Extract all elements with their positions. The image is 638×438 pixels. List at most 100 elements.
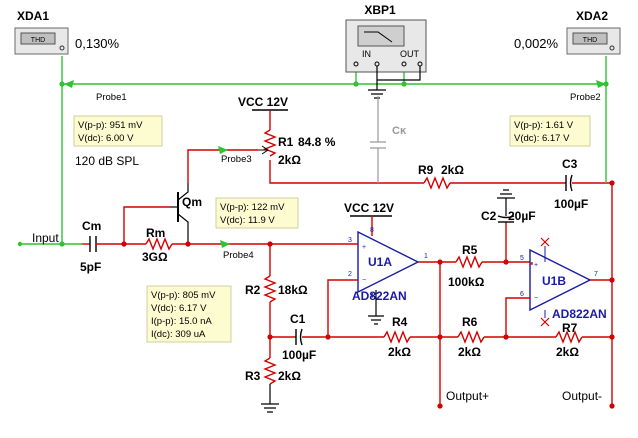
xda1-instrument[interactable]: THD XDA1 [14, 9, 69, 55]
wire [123, 206, 170, 244]
c2-value: 20µF [508, 209, 536, 223]
c3-value: 100µF [554, 197, 588, 211]
junction-dot [121, 241, 127, 247]
xda1-label: XDA1 [17, 9, 49, 23]
xda2-screen-text: THD [583, 37, 597, 44]
vcc-top-label: VCC 12V [238, 95, 288, 109]
r5-resistor[interactable]: R5 100kΩ [448, 243, 485, 289]
u1a-opamp[interactable]: + − U1A 3 2 1 8 4 [348, 227, 428, 300]
ground-icon [261, 403, 279, 413]
output-neg-terminal[interactable] [609, 403, 615, 409]
r9-value: 2kΩ [441, 163, 464, 177]
vcc-top: VCC 12V [238, 95, 288, 111]
cm-capacitor[interactable]: Cm 5pF [80, 219, 101, 274]
probe4-line1: V(p-p): 805 mV [151, 290, 216, 301]
r1-potentiometer[interactable]: R1 84.8 % 2kΩ [258, 129, 336, 167]
r9-resistor[interactable]: R9 2kΩ [418, 163, 464, 190]
vcc-mid-label: VCC 12V [344, 201, 394, 215]
r5-name: R5 [462, 243, 478, 257]
ground-icon [368, 89, 386, 99]
probe1-line2: V(dc): 6.00 V [78, 133, 134, 144]
probe4[interactable]: Probe4 V(p-p): 805 mV V(dc): 6.17 V I(p-… [146, 240, 254, 343]
probe4-line2: V(dc): 6.17 V [151, 303, 207, 314]
junction-dot [59, 241, 65, 247]
c3-capacitor[interactable]: C3 100µF [554, 157, 588, 211]
u1a-pin1: 1 [424, 253, 428, 260]
r4-name: R4 [392, 315, 408, 329]
wire [327, 279, 346, 337]
probe3[interactable]: Probe3 [218, 146, 252, 165]
xda2-instrument[interactable]: THD XDA2 [566, 9, 621, 55]
rm-value: 3GΩ [142, 250, 168, 264]
r6-value: 2kΩ [458, 345, 481, 359]
probe1[interactable]: Probe1 V(p-p): 951 mV V(dc): 6.00 V [64, 80, 163, 147]
rm-name: Rm [146, 226, 165, 240]
cm-name: Cm [82, 219, 101, 233]
r1-percent: 84.8 % [298, 135, 336, 149]
probe4-line3: I(p-p): 15.0 nA [151, 316, 212, 327]
qm-transistor[interactable]: Qm [170, 183, 202, 244]
probe3-line2: V(dc): 11.9 V [220, 215, 275, 226]
probe4-name: Probe4 [223, 250, 254, 261]
xda2-reading: 0,002% [514, 36, 559, 51]
u1a-name: U1A [368, 255, 392, 269]
ck-capacitor: Cĸ [370, 96, 407, 183]
r6-resistor[interactable]: R6 2kΩ [457, 315, 485, 359]
r1-name: R1 [278, 135, 294, 149]
u1a-part: AD822AN [352, 289, 407, 303]
output-pos-terminal[interactable] [437, 403, 443, 409]
r7-resistor[interactable]: R7 2kΩ [555, 321, 583, 359]
probe-bus-wire [61, 56, 607, 85]
probe3-box: V(p-p): 122 mV V(dc): 11.9 V [215, 197, 299, 229]
vcc-mid: VCC 12V [344, 201, 394, 217]
probe2-name: Probe2 [570, 92, 601, 103]
c1-capacitor[interactable]: C1 100µF [282, 312, 316, 362]
u1b-opamp[interactable]: + − U1B 5 6 7 [520, 237, 598, 327]
probe1-line1: V(p-p): 951 mV [78, 120, 143, 131]
u1b-pin5: 5 [520, 255, 524, 262]
u1a-plus-sign: + [362, 244, 366, 251]
output-pos-label: Output+ [446, 389, 489, 403]
spl-note: 120 dB SPL [75, 154, 139, 168]
c1-value: 100µF [282, 348, 316, 362]
probe2[interactable]: Probe2 V(p-p): 1.61 V V(dc): 6.17 V [509, 80, 606, 147]
probe1-name: Probe1 [96, 92, 127, 103]
r2-value: 18kΩ [278, 283, 308, 297]
xbp1-instrument[interactable]: XBP1 IN OUT [345, 3, 427, 73]
r4-resistor[interactable]: R4 2kΩ [383, 315, 411, 359]
r7-name: R7 [562, 321, 578, 335]
probe4-line4: I(dc): 309 uA [151, 329, 206, 340]
rm-resistor[interactable]: Rm 3GΩ [142, 226, 173, 264]
u1a-pin4: 4 [370, 293, 374, 300]
r3-name: R3 [245, 369, 261, 383]
xda1-reading: 0,130% [75, 36, 120, 51]
r6-name: R6 [462, 315, 478, 329]
r4-value: 2kΩ [388, 345, 411, 359]
u1b-plus-sign: + [534, 262, 538, 269]
wire [187, 149, 258, 183]
input-terminal[interactable] [17, 241, 23, 247]
input-label: Input [32, 231, 59, 245]
u1b-pin6: 6 [520, 291, 524, 298]
u1b-minus-sign: − [534, 295, 538, 302]
c2-name: C2 [481, 209, 497, 223]
probe3-line1: V(p-p): 122 mV [220, 202, 285, 213]
r2-resistor[interactable]: R2 18kΩ [245, 275, 308, 303]
u1a-pin2: 2 [348, 271, 352, 278]
r2-name: R2 [245, 283, 261, 297]
xbp1-label: XBP1 [364, 3, 396, 17]
c3-name: C3 [562, 157, 578, 171]
wire [269, 160, 424, 184]
r3-resistor[interactable]: R3 2kΩ [245, 357, 301, 385]
xbp1-out-label: OUT [400, 49, 420, 59]
u1b-name: U1B [542, 274, 566, 288]
junction-dot [401, 81, 407, 87]
u1b-pin7: 7 [594, 271, 598, 278]
probe3-name: Probe3 [221, 154, 252, 165]
r3-value: 2kΩ [278, 369, 301, 383]
wire [530, 262, 533, 265]
c2-capacitor[interactable]: C2 20µF [481, 209, 536, 223]
r7-value: 2kΩ [556, 345, 579, 359]
